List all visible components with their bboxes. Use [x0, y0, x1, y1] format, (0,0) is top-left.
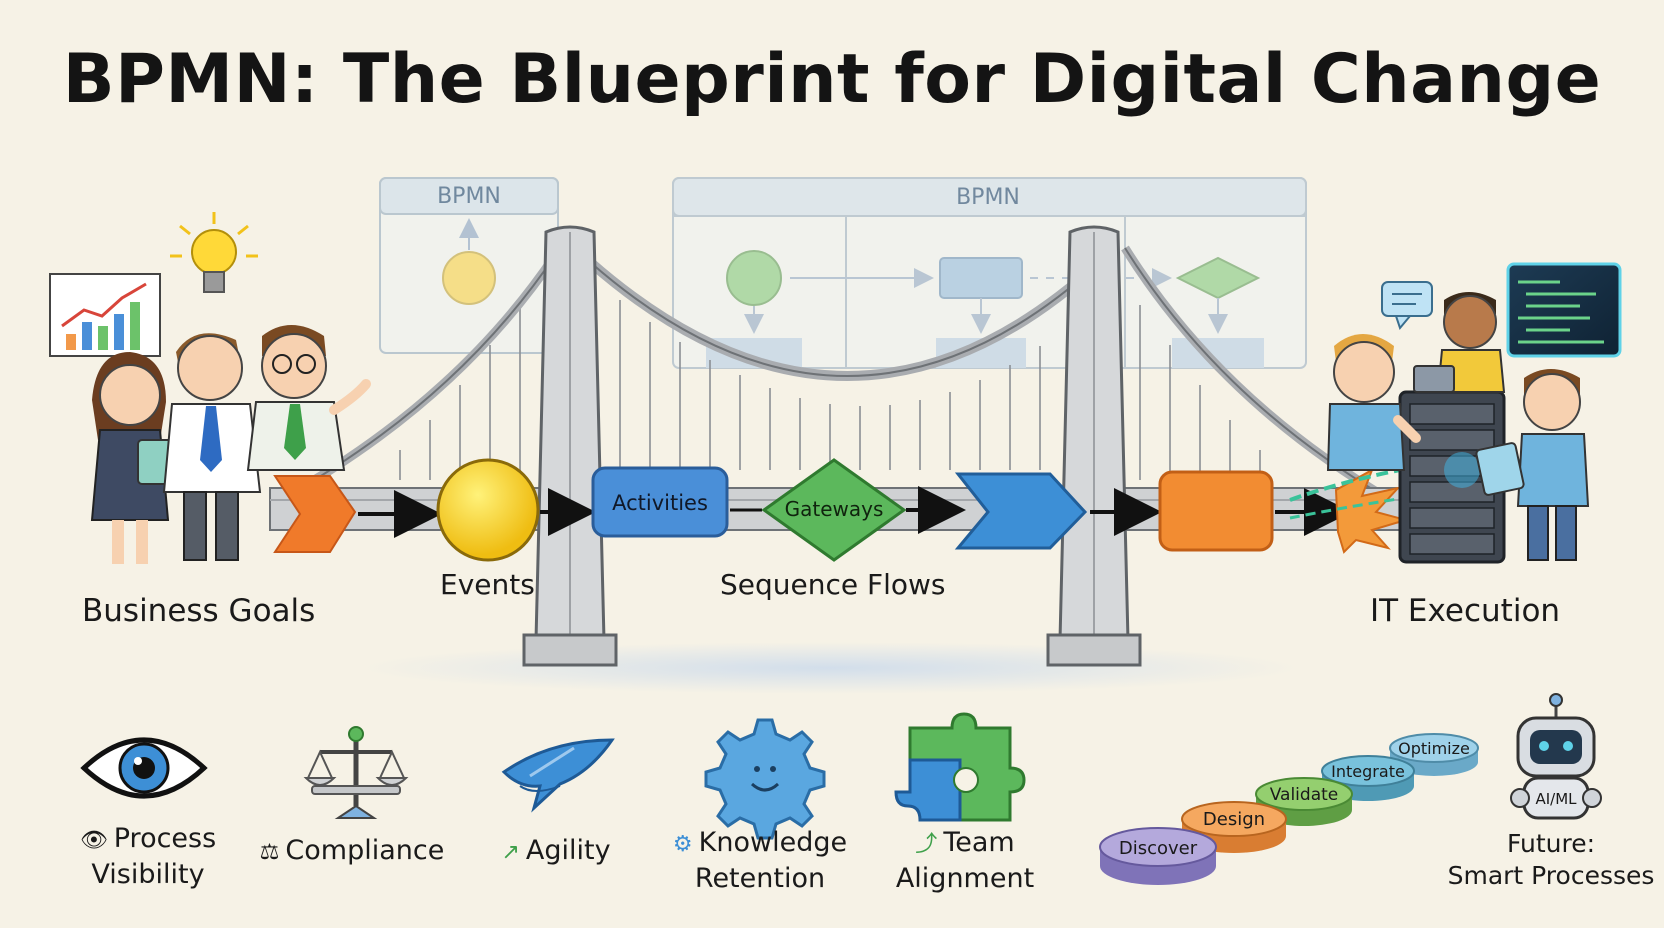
- gear-icon: ⚙: [672, 832, 693, 857]
- future-line: Smart Processes: [1447, 861, 1655, 890]
- water-shadow: [360, 642, 1300, 694]
- eye-icon: [80, 737, 208, 799]
- step-disc-validate: [1255, 777, 1353, 826]
- benefit-compliance: ⚖Compliance: [252, 834, 452, 870]
- it-engineer-left: [1326, 334, 1421, 471]
- puzzle-icon: ⤴: [915, 832, 938, 857]
- it-execution-label: IT Execution: [1370, 593, 1561, 629]
- benefit-knowledge-retention: ⚙Knowledge Retention: [660, 826, 860, 896]
- benefit-line: Knowledge: [698, 827, 848, 858]
- robot-icon: AI/ML: [1510, 693, 1602, 820]
- events-label: Events: [440, 568, 535, 601]
- benefit-line: Team: [943, 827, 1015, 858]
- blue-chevron: [954, 472, 1088, 550]
- events-circle: [436, 458, 540, 562]
- blueprint-right-panel: [672, 177, 1307, 369]
- page-title: BPMN: The Blueprint for Digital Change: [62, 40, 1602, 119]
- step-label: Optimize: [1398, 739, 1470, 758]
- chat-bubble-icon: [1381, 281, 1433, 331]
- gateways-label: Gateways: [785, 497, 884, 521]
- business-woman: [90, 352, 177, 564]
- code-monitor: [1506, 262, 1622, 358]
- business-goals-label: Business Goals: [82, 593, 316, 629]
- robot-label: AI/ML: [1535, 790, 1577, 808]
- bird-icon: [501, 738, 615, 813]
- benefit-process-visibility: 👁Process Visibility: [60, 822, 236, 892]
- step-label: Integrate: [1331, 762, 1405, 781]
- gear-icon: [704, 718, 826, 840]
- step-disc-discover: [1099, 827, 1217, 885]
- step-label: Discover: [1119, 838, 1198, 859]
- future-caption: Future: Smart Processes: [1446, 828, 1656, 892]
- business-man-blue-tie: [162, 333, 262, 561]
- puzzle-icon: [894, 712, 1026, 822]
- future-line: Future:: [1506, 829, 1596, 858]
- lightbulb-icon: [170, 212, 258, 293]
- activities-label: Activities: [612, 491, 708, 515]
- lifecycle-steps: Optimize Integrate Validate Design Disco…: [1099, 733, 1479, 885]
- benefit-agility: ↗Agility: [486, 834, 626, 870]
- start-chevron: [273, 475, 357, 553]
- arrow-up-right-icon: ↗: [501, 840, 520, 865]
- benefit-line: Agility: [525, 835, 611, 866]
- benefit-team-alignment: ⤴Team Alignment: [880, 826, 1050, 896]
- gateways-diamond: [761, 458, 907, 562]
- it-engineer-right: [1475, 369, 1590, 561]
- benefit-line: Compliance: [285, 835, 445, 866]
- sequence-flows-label: Sequence Flows: [720, 568, 946, 601]
- energy-burst: [1289, 467, 1410, 554]
- scales-icon: ⚖: [259, 840, 280, 865]
- scales-icon: [303, 726, 409, 819]
- blueprint-left-label: BPMN: [437, 184, 501, 209]
- blueprint-right-label: BPMN: [956, 185, 1020, 210]
- benefit-line: Retention: [694, 863, 826, 894]
- step-label: Design: [1203, 809, 1265, 830]
- step-label: Validate: [1270, 785, 1339, 805]
- chart-board: [49, 273, 161, 357]
- benefit-line: Alignment: [895, 863, 1035, 894]
- business-man-glasses: [246, 325, 371, 471]
- benefit-line: Visibility: [91, 859, 205, 890]
- benefit-line: Process: [113, 823, 217, 854]
- activities-box: [591, 466, 729, 538]
- orange-task-box: [1158, 470, 1274, 552]
- it-engineer-back: [1413, 292, 1506, 393]
- eye-icon: 👁: [79, 828, 108, 853]
